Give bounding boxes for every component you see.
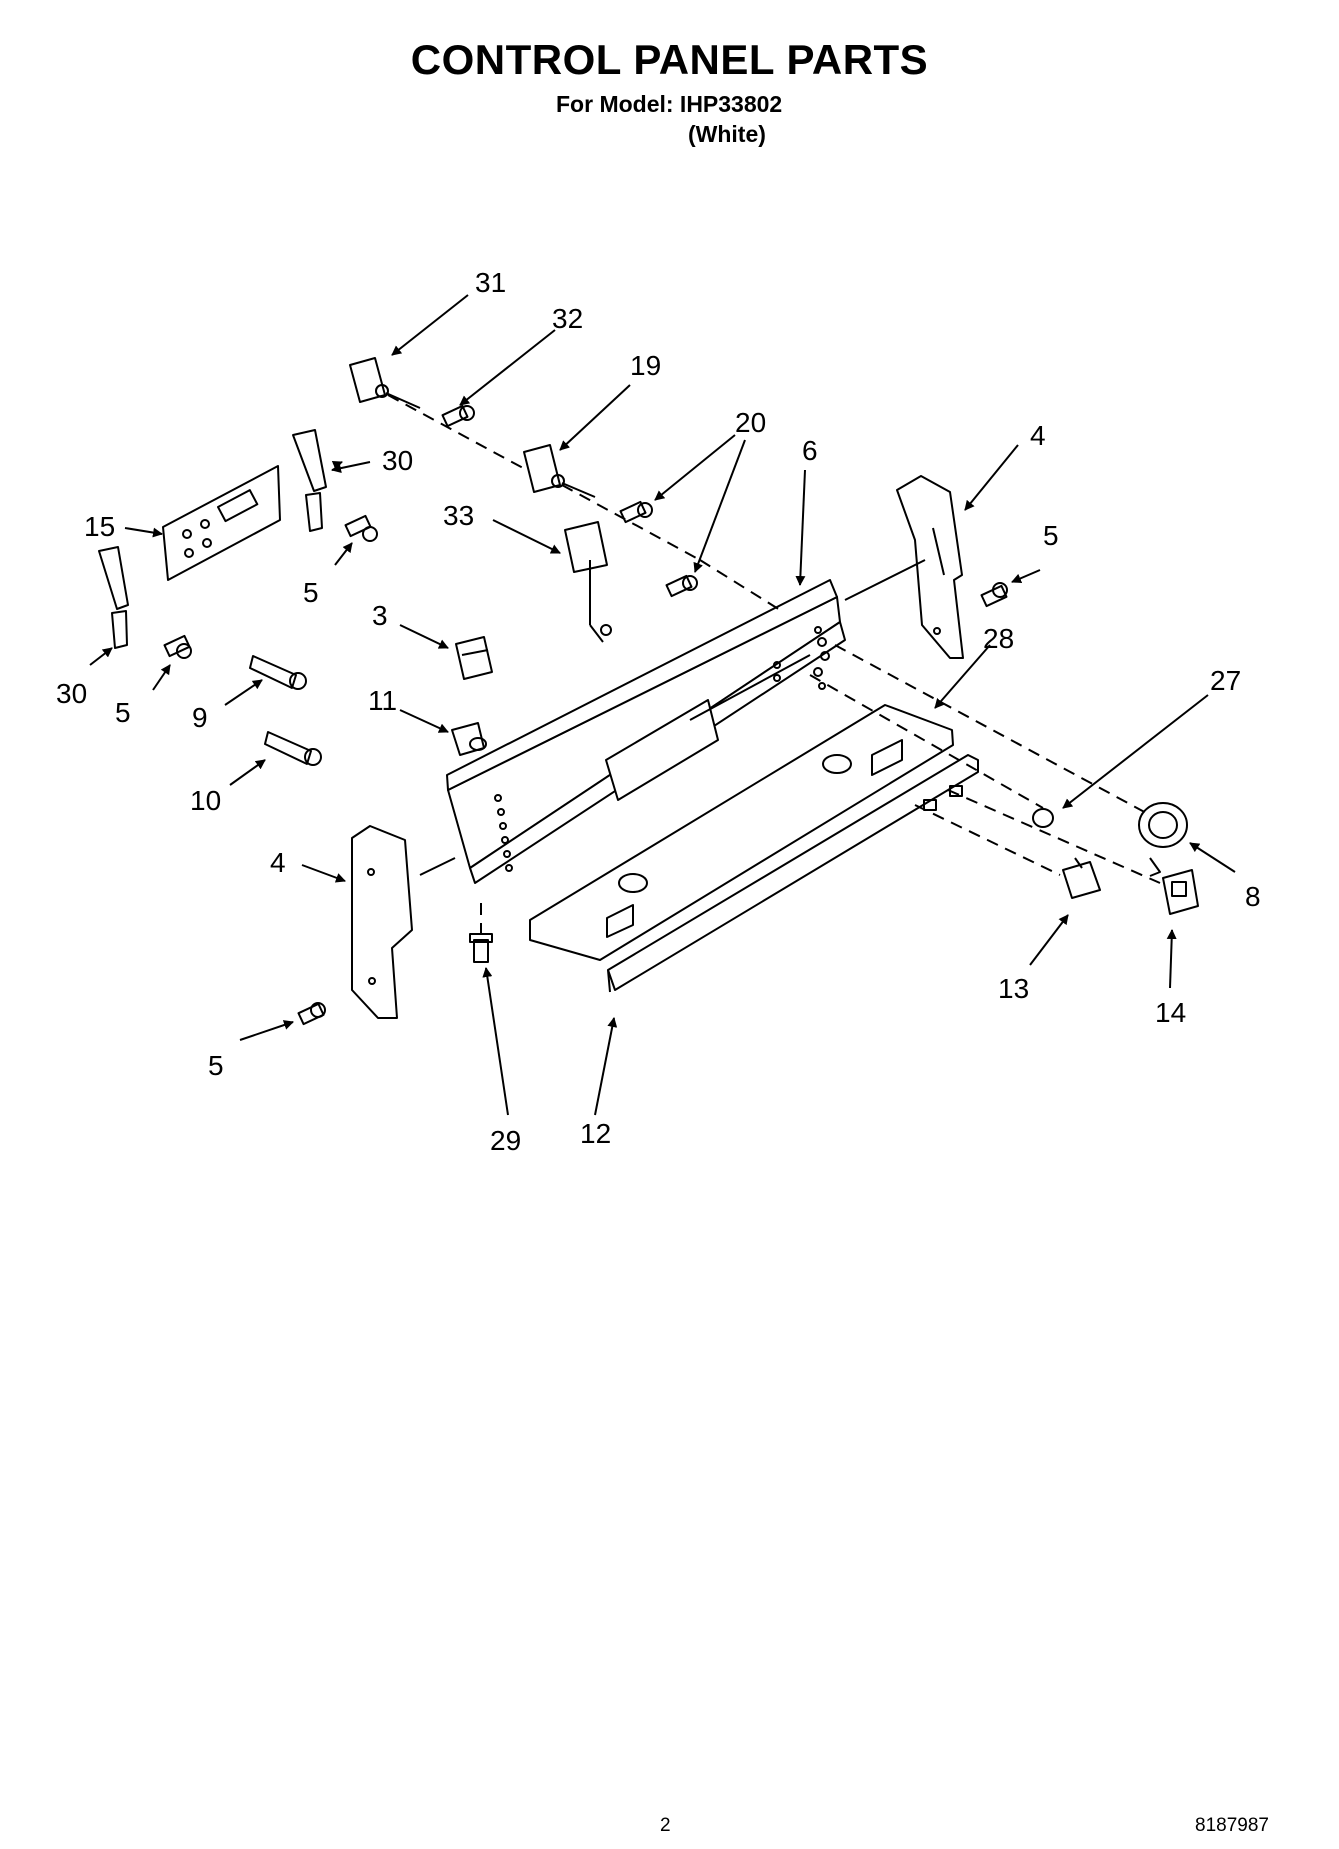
callout-12: 12 bbox=[580, 1118, 611, 1149]
relay-3 bbox=[455, 636, 493, 680]
knob-8 bbox=[1138, 802, 1188, 848]
screw-29 bbox=[469, 933, 493, 963]
switch-33 bbox=[564, 521, 612, 643]
control-panel-trim bbox=[529, 704, 954, 961]
bracket-upper bbox=[292, 429, 327, 532]
callout-14: 14 bbox=[1155, 997, 1186, 1028]
indicator-light-10 bbox=[264, 731, 322, 766]
receptacle-14 bbox=[1149, 857, 1199, 915]
knob-insert-27 bbox=[1032, 808, 1054, 828]
callout-8: 8 bbox=[1245, 881, 1261, 912]
callout-33: 33 bbox=[443, 500, 474, 531]
callout-20: 20 bbox=[735, 407, 766, 438]
mounting-rail bbox=[607, 754, 979, 993]
page-number: 2 bbox=[660, 1815, 671, 1836]
callout-5-right: 5 bbox=[1043, 520, 1059, 551]
page-title: CONTROL PANEL PARTS bbox=[410, 36, 929, 83]
switch-31 bbox=[349, 357, 421, 409]
screw-bottom-left bbox=[297, 1002, 326, 1026]
callout-15: 15 bbox=[84, 511, 115, 542]
callout-5-bottom: 5 bbox=[208, 1050, 224, 1081]
switch-19 bbox=[523, 444, 596, 498]
bracket-lower bbox=[98, 546, 129, 649]
callout-4-right: 4 bbox=[1030, 420, 1046, 451]
screw-20-lower bbox=[665, 574, 698, 598]
callout-6: 6 bbox=[802, 435, 818, 466]
screw-upper-left bbox=[344, 514, 378, 542]
screw-32 bbox=[441, 404, 475, 428]
callout-27: 27 bbox=[1210, 665, 1241, 696]
callout-30-upper: 30 bbox=[382, 445, 413, 476]
screw-20-upper bbox=[619, 500, 653, 524]
left-end-cap bbox=[351, 825, 413, 1019]
right-end-cap bbox=[896, 475, 964, 659]
variant-label: (White) bbox=[688, 121, 766, 147]
callout-30-lower: 30 bbox=[56, 678, 87, 709]
callout-32: 32 bbox=[552, 303, 583, 334]
screw-right bbox=[980, 582, 1008, 608]
callout-3: 3 bbox=[372, 600, 388, 631]
model-line: For Model: IHP33802 bbox=[556, 91, 783, 117]
indicator-light-9 bbox=[249, 655, 307, 690]
switch-housing-11 bbox=[451, 722, 487, 756]
callout-13: 13 bbox=[998, 973, 1029, 1004]
switch-13 bbox=[1062, 857, 1101, 899]
callout-19: 19 bbox=[630, 350, 661, 381]
callout-28: 28 bbox=[983, 623, 1014, 654]
callout-29: 29 bbox=[490, 1125, 521, 1156]
callout-5-lower-left: 5 bbox=[115, 697, 131, 728]
callout-5-upper-left: 5 bbox=[303, 577, 319, 608]
callout-9: 9 bbox=[192, 702, 208, 733]
callout-11: 11 bbox=[368, 685, 397, 716]
screw-lower-left bbox=[163, 634, 192, 659]
document-number: 8187987 bbox=[1195, 1815, 1269, 1836]
clock-module bbox=[162, 465, 281, 581]
callout-31: 31 bbox=[475, 267, 506, 298]
callout-4-left: 4 bbox=[270, 847, 286, 878]
callout-10: 10 bbox=[190, 785, 221, 816]
